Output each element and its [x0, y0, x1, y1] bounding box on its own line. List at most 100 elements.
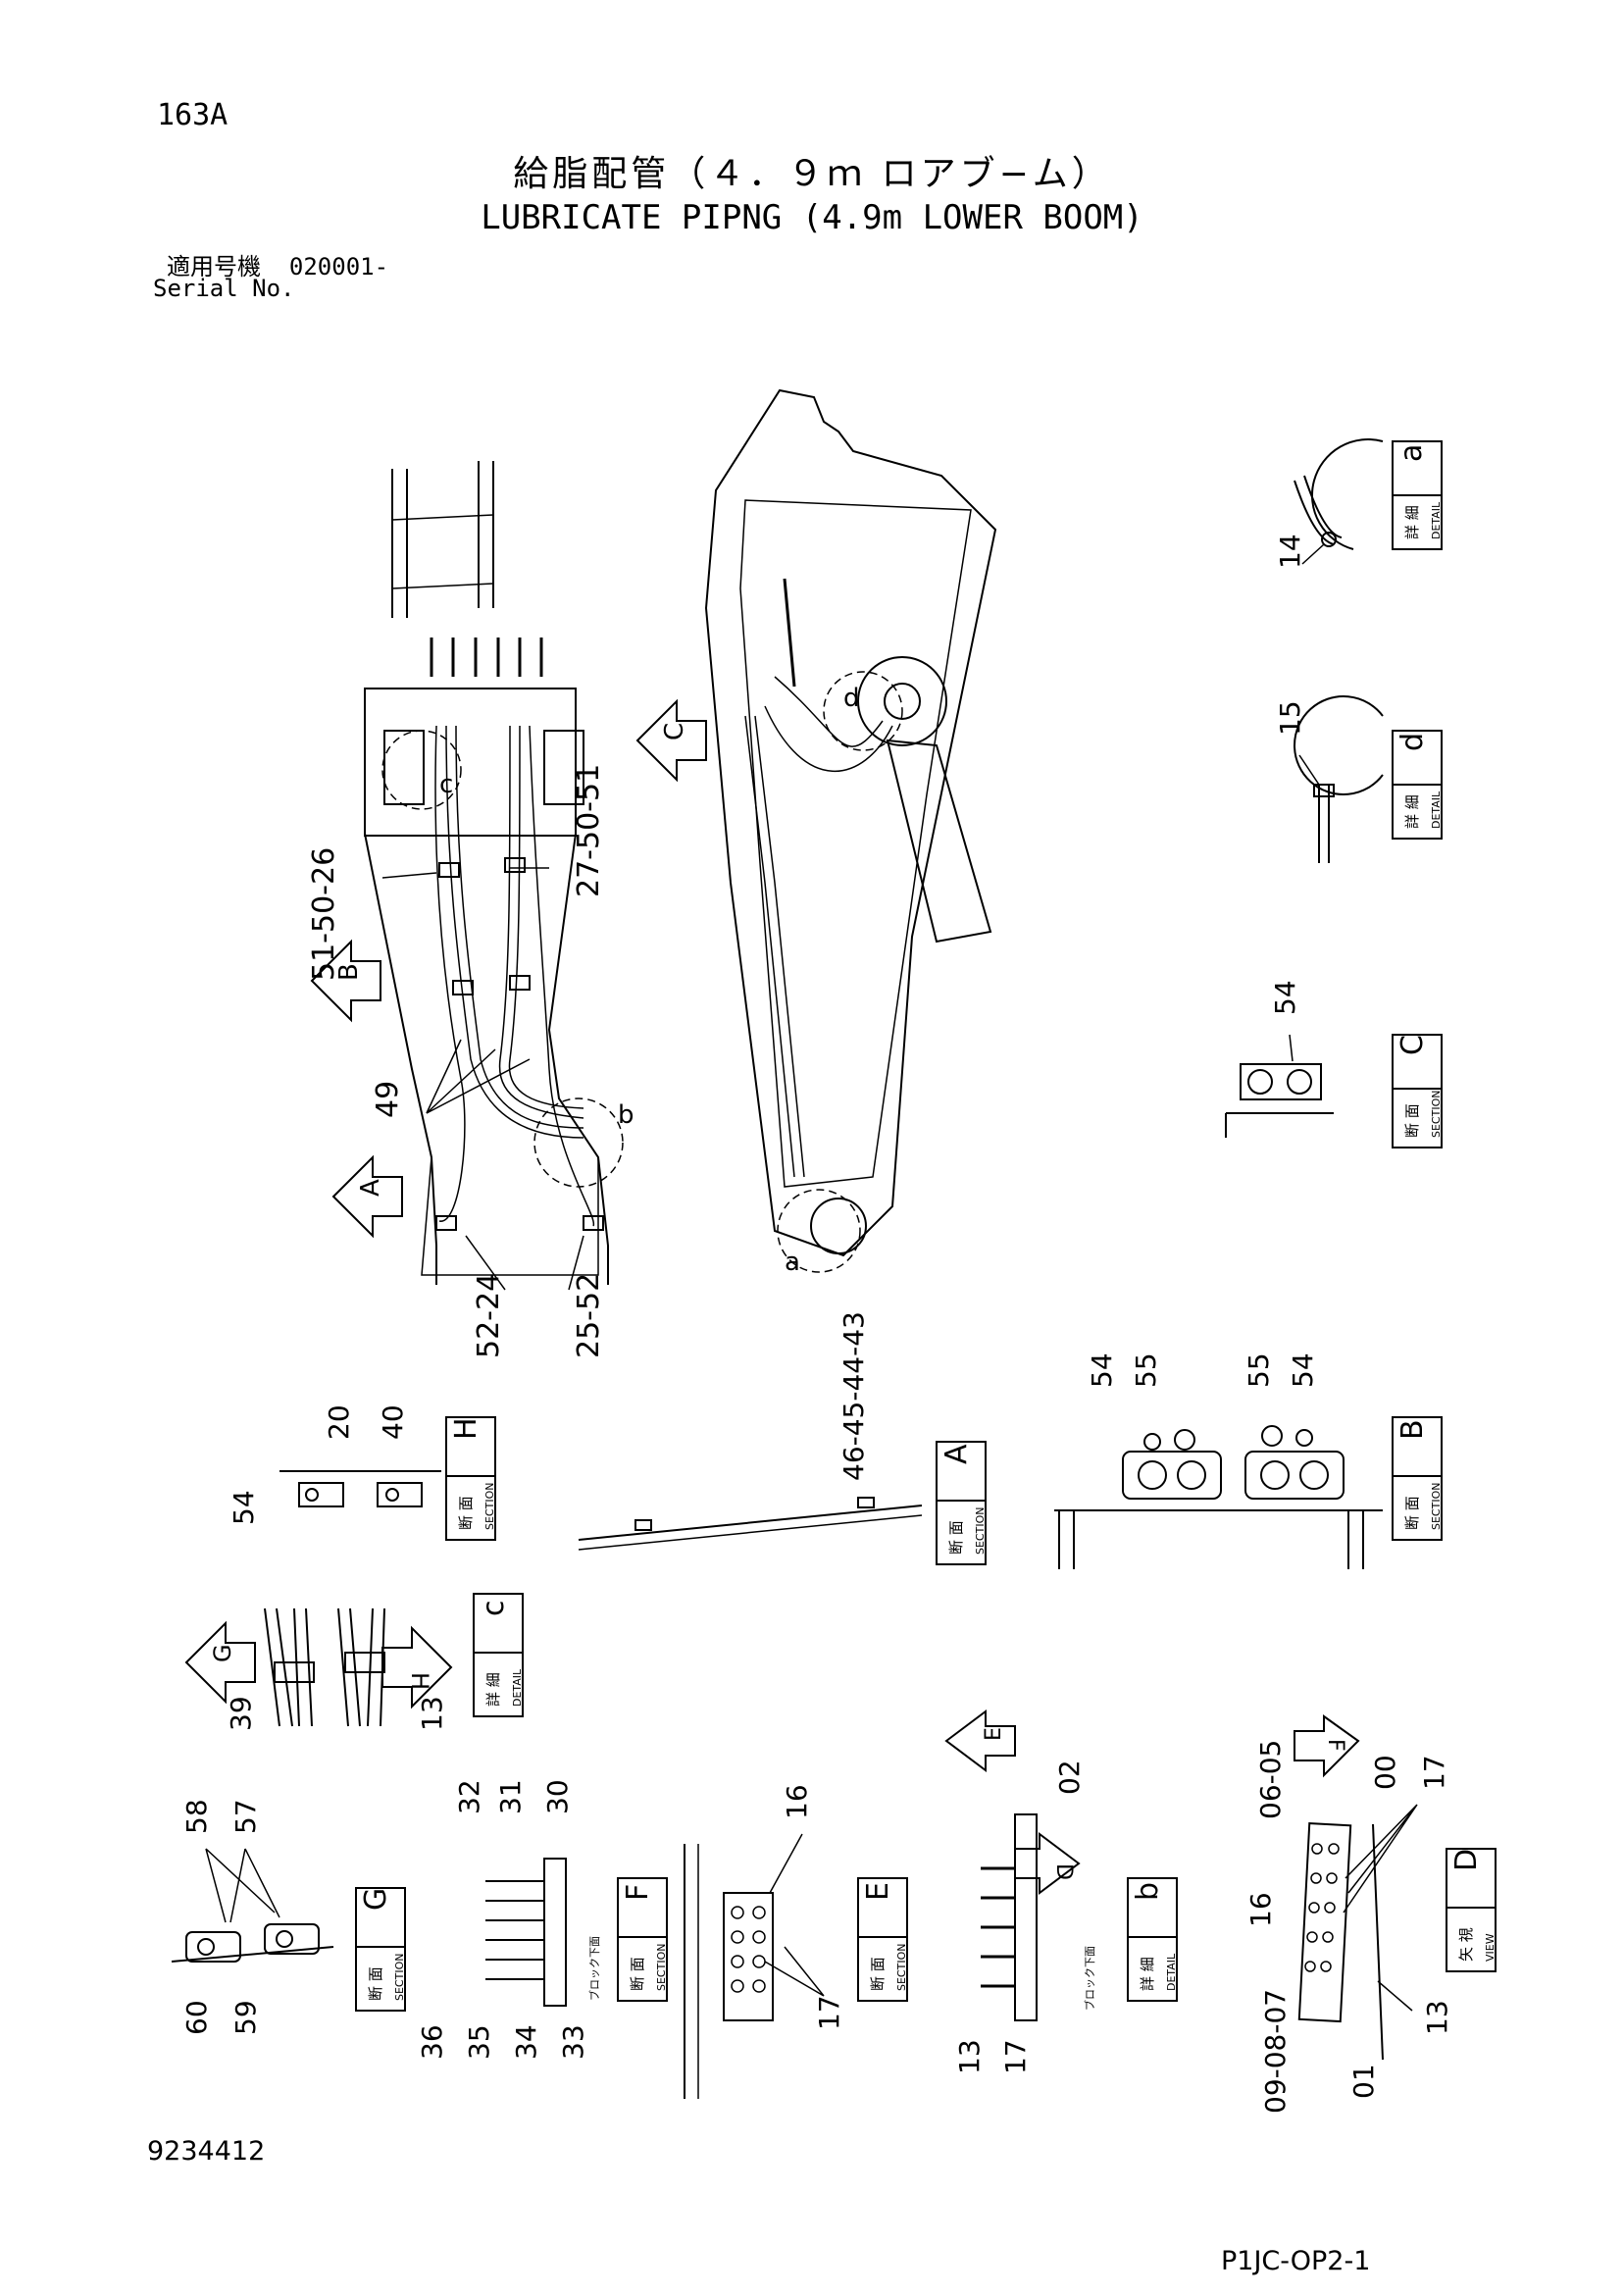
callout-17-b: 17 — [999, 2039, 1032, 2074]
callout-55-B2: 55 — [1243, 1352, 1275, 1388]
panel-C-letter: C — [1396, 1035, 1430, 1055]
callout-00: 00 — [1369, 1755, 1401, 1790]
panel-F-jp: 断 面 — [629, 1957, 646, 1991]
panel-G-jp: 断 面 — [367, 1966, 384, 2001]
detail-circle-d-label: d — [843, 684, 860, 713]
callout-46-45-44-43: 46-45-44-43 — [837, 1311, 870, 1481]
view-arrow-A-label: A — [356, 1179, 385, 1197]
callout-13-c: 13 — [416, 1696, 448, 1731]
panel-d-en: DETAIL — [1430, 791, 1443, 829]
title-english: LUBRICATE PIPNG (4.9m LOWER BOOM) — [481, 198, 1143, 237]
panel-D-en: VIEW — [1484, 1933, 1497, 1962]
panel-C-jp: 断 面 — [1403, 1103, 1421, 1138]
callout-27-50-51: 27-50-51 — [572, 764, 606, 897]
serial-label-jp-text: 適用号機 — [167, 253, 261, 281]
callout-17-E: 17 — [813, 1995, 845, 2030]
callout-13-b: 13 — [953, 2039, 986, 2074]
panel-b-en: DETAIL — [1165, 1953, 1178, 1991]
callout-30: 30 — [541, 1779, 574, 1814]
callout-13-D: 13 — [1421, 2000, 1453, 2035]
panel-a-letter: a — [1395, 444, 1429, 462]
callout-51-50-26: 51-50-26 — [307, 847, 341, 981]
sheet-reference: P1JC-OP2-1 — [1221, 2246, 1371, 2276]
boom-side-view — [704, 388, 997, 1273]
callout-16-E: 16 — [781, 1784, 813, 1819]
panel-detail-d: d 詳 細 DETAIL 15 — [1274, 695, 1443, 863]
callout-54-C: 54 — [1269, 980, 1301, 1015]
panel-D-letter: D — [1449, 1849, 1484, 1871]
note-block-underside-F: ブロック下面 — [587, 1936, 601, 2001]
panel-E-en: SECTION — [895, 1944, 908, 1991]
panel-C-en: SECTION — [1430, 1091, 1443, 1138]
panel-c-jp: 詳 細 — [484, 1672, 502, 1707]
panel-H-jp: 断 面 — [457, 1496, 475, 1530]
callout-52-24: 52-24 — [472, 1273, 506, 1358]
panel-c-en: DETAIL — [511, 1668, 524, 1707]
callout-58: 58 — [180, 1799, 213, 1834]
panel-c-letter: c — [477, 1601, 511, 1617]
callout-06-05: 06-05 — [1254, 1740, 1287, 1819]
view-arrow-G-label: G — [209, 1644, 236, 1662]
view-arrow-G — [184, 1620, 256, 1705]
callout-31: 31 — [494, 1779, 527, 1814]
view-arrow-C: C — [635, 698, 707, 783]
callout-60: 60 — [180, 2000, 213, 2035]
view-arrow-B: B — [310, 939, 381, 1023]
view-arrow-H-label: H — [406, 1672, 433, 1690]
view-arrow-A: A — [331, 1154, 403, 1239]
title-japanese: 給脂配管（４．９ｍ ロアブ−ム） — [513, 154, 1111, 194]
panel-F-letter: F — [621, 1884, 655, 1901]
callout-57: 57 — [229, 1799, 262, 1834]
panel-section-F: F 断 面 SECTION 32 31 30 36 35 34 33 ブロック下… — [416, 1779, 668, 2060]
callout-54-H: 54 — [228, 1490, 260, 1525]
panel-b-jp: 詳 細 — [1139, 1957, 1156, 1991]
callout-25-52: 25-52 — [572, 1273, 606, 1358]
panel-section-C: C 断 面 SECTION 54 — [1225, 980, 1443, 1148]
view-arrow-D-label: D — [1051, 1863, 1076, 1880]
panel-b-letter: b — [1131, 1882, 1165, 1901]
view-arrow-E-label: E — [982, 1727, 1006, 1741]
panel-a-jp: 詳 細 — [1403, 505, 1421, 539]
panel-F-en: SECTION — [655, 1944, 668, 1991]
callout-59: 59 — [229, 2000, 262, 2035]
panel-d-letter: d — [1396, 733, 1430, 751]
note-block-underside-b: ブロック下面 — [1083, 1946, 1096, 2011]
callout-15: 15 — [1274, 700, 1306, 736]
boom-top-view — [364, 461, 624, 1285]
callout-40: 40 — [377, 1404, 409, 1440]
callout-14: 14 — [1274, 534, 1306, 569]
panel-d-jp: 詳 細 — [1403, 794, 1421, 829]
callout-36: 36 — [416, 2024, 448, 2060]
view-arrow-C-label: C — [660, 723, 689, 740]
panel-section-E: E 断 面 SECTION 16 17 — [684, 1784, 908, 2099]
panel-a-en: DETAIL — [1430, 501, 1443, 539]
panel-A-en: SECTION — [974, 1507, 987, 1555]
panel-detail-c: c 詳 細 DETAIL 39 13 G H — [184, 1593, 524, 1731]
document-number: 9234412 — [147, 2136, 266, 2167]
panel-section-A: A 断 面 SECTION 46-45-44-43 — [578, 1311, 987, 1565]
panel-H-letter: H — [449, 1417, 483, 1440]
panel-B-en: SECTION — [1430, 1483, 1443, 1530]
view-arrow-H — [381, 1625, 453, 1709]
panel-A-letter: A — [939, 1444, 974, 1464]
callout-01: 01 — [1347, 2064, 1380, 2099]
callout-20: 20 — [323, 1404, 355, 1440]
detail-circle-c-label: c — [439, 770, 453, 799]
panel-section-H: H 断 面 SECTION 20 40 54 — [228, 1404, 496, 1541]
callout-54-B1: 54 — [1086, 1352, 1118, 1388]
detail-circle-a-label: a — [785, 1248, 800, 1277]
callout-32: 32 — [453, 1779, 485, 1814]
detail-circle-b-label: b — [618, 1100, 634, 1130]
panel-B-jp: 断 面 — [1403, 1496, 1421, 1530]
callout-35: 35 — [463, 2024, 495, 2060]
panel-E-letter: E — [861, 1882, 895, 1901]
callout-33: 33 — [557, 2024, 589, 2060]
panel-detail-b: b 詳 細 DETAIL D E 02 13 17 ブロック下面 — [944, 1709, 1178, 2074]
callout-17-D: 17 — [1418, 1755, 1450, 1790]
view-arrow-D — [1014, 1832, 1081, 1895]
panel-detail-a: a 詳 細 DETAIL 14 — [1274, 438, 1443, 569]
callout-02: 02 — [1053, 1760, 1086, 1795]
panel-A-jp: 断 面 — [947, 1520, 965, 1555]
serial-label-japanese: 適用号機 020001- — [167, 247, 388, 281]
